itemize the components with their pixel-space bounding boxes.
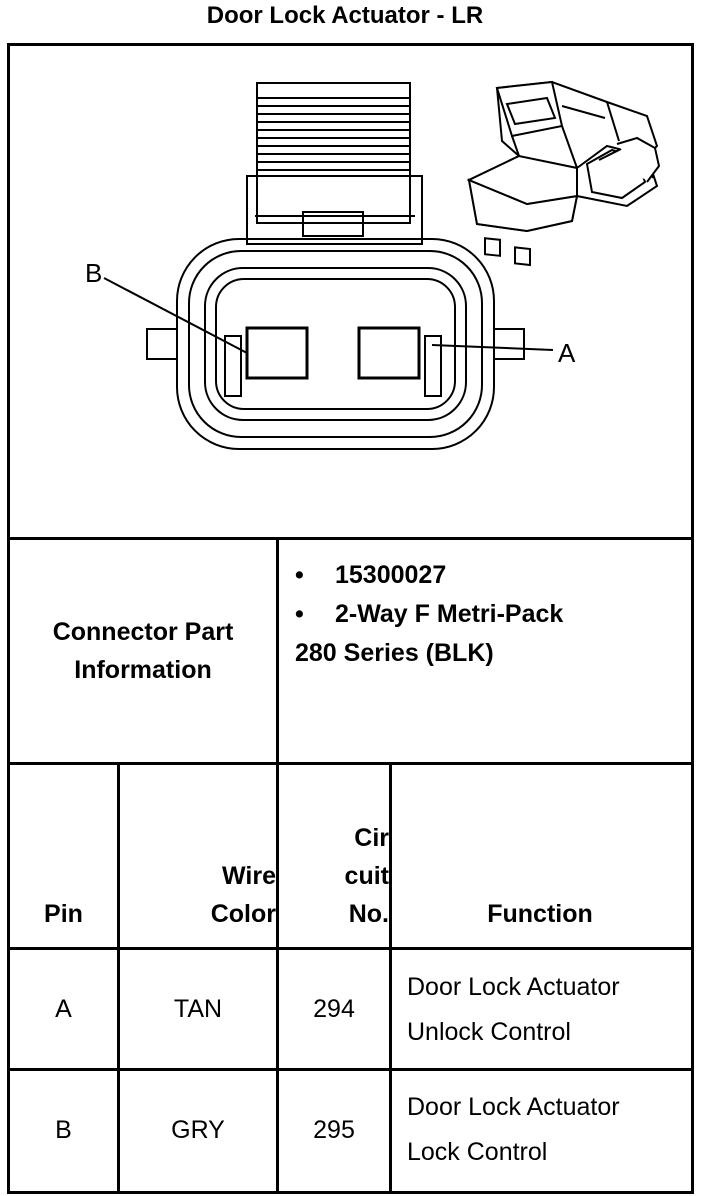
connector-type: 2-Way F Metri-Pack [335, 600, 564, 628]
connector-info-label-line2: Information [74, 656, 212, 684]
row-a-pin: A [55, 995, 72, 1023]
divider [7, 1068, 691, 1071]
divider [389, 762, 392, 1191]
connector-series: 280 Series (BLK) [295, 639, 494, 667]
connector-type-item: •2-Way F Metri-Pack [295, 600, 564, 628]
divider [7, 762, 691, 765]
header-circuit-no: Cir cuit No. [344, 824, 389, 928]
connector-info-label-line1: Connector Part [52, 618, 234, 646]
connector-diagram: B A [85, 80, 661, 450]
row-b-wire-color: GRY [171, 1115, 225, 1144]
row-b-pin: B [55, 1115, 72, 1144]
connector-face-view [103, 82, 554, 450]
divider [276, 762, 279, 1191]
header-pin: Pin [44, 900, 83, 928]
page-title: Door Lock Actuator - LR [206, 2, 484, 29]
part-number: 15300027 [335, 561, 447, 589]
row-b-function: Door Lock Actuator Lock Control [407, 1093, 620, 1166]
header-wire-color: Wire Color [210, 862, 276, 928]
part-number-item: •15300027 [295, 561, 447, 589]
row-b-circuit: 295 [313, 1115, 355, 1144]
connector-info-values: •15300027 •2-Way F Metri-Pack 280 Series… [295, 556, 563, 673]
connector-isometric-view [466, 80, 661, 267]
row-a-circuit: 294 [313, 995, 355, 1023]
row-a-wire-color: TAN [173, 995, 223, 1023]
divider [276, 537, 279, 765]
header-function: Function [487, 900, 593, 928]
row-a-function: Door Lock Actuator Unlock Control [407, 973, 620, 1046]
connector-sheet [7, 43, 694, 1194]
callout-label-b: B [85, 258, 102, 288]
divider [7, 537, 691, 540]
divider [7, 947, 691, 950]
divider [117, 762, 120, 1191]
connector-info-label: Connector Part Information [10, 540, 276, 762]
callout-label-a: A [558, 338, 576, 368]
